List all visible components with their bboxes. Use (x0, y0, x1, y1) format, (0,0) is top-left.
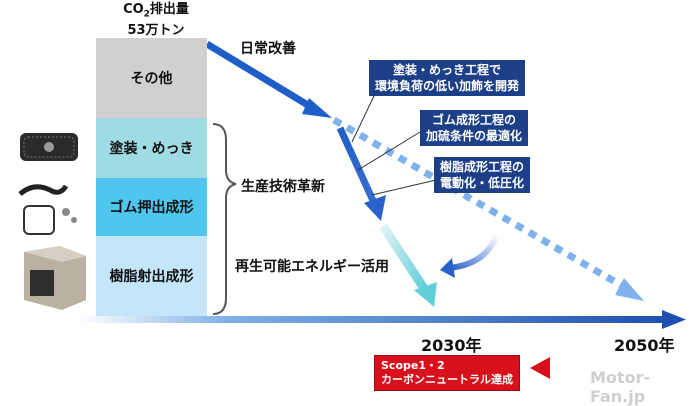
segment-rubber: ゴム押出成形 (96, 178, 207, 236)
callout-leader-1 (351, 95, 375, 143)
console-part-image (24, 246, 86, 310)
goal-badge: Scope1・2 カーボンニュートラル達成 (374, 355, 520, 391)
grille-part-image (20, 133, 78, 161)
curved-arrow (447, 233, 500, 271)
segment-painting: 塗装・めっき (96, 118, 207, 178)
callout-leader-3 (371, 179, 437, 196)
callout-leader-2 (357, 131, 421, 171)
callout-resin-text: 樹脂成形工程の 電動化・低圧化 (440, 160, 525, 190)
co2-title: CO2排出量 (123, 2, 189, 20)
curly-brace (212, 123, 237, 315)
co2-amount: 53万トン (127, 22, 185, 38)
renewable-arrowhead (414, 282, 437, 307)
label-tech-innovation: 生産技術革新 (241, 179, 325, 195)
projection-2050-line (332, 116, 628, 292)
goal-arrowhead (530, 357, 550, 379)
callout-rubber: ゴム成形工程の 加硫条件の最適化 (420, 110, 529, 146)
daily-improvement-arrowhead (302, 98, 332, 118)
time-axis-arrowhead (662, 310, 686, 329)
label-daily-improvement: 日常改善 (240, 41, 296, 57)
callout-resin: 樹脂成形工程の 電動化・低圧化 (434, 157, 531, 193)
year-2030: 2030年 (421, 336, 482, 355)
co2-header: CO2排出量 53万トン (102, 2, 210, 39)
renewable-arrow (379, 223, 429, 293)
time-axis (80, 316, 665, 323)
daily-improvement-arrow (205, 41, 318, 113)
watermark: Motor-Fan.jp (590, 368, 651, 406)
curved-arrowhead (440, 258, 455, 278)
segment-other: その他 (96, 38, 207, 118)
callout-rubber-text: ゴム成形工程の 加硫条件の最適化 (426, 113, 523, 143)
label-renewable-energy: 再生可能エネルギー活用 (235, 259, 389, 275)
callout-painting-text: 塗装・めっき工程で 環境負荷の低い加飾を開発 (375, 63, 520, 93)
year-2050: 2050年 (614, 336, 675, 355)
callout-painting: 塗装・めっき工程で 環境負荷の低い加飾を開発 (369, 60, 526, 96)
tech-innovation-arrow (336, 126, 379, 207)
goal-line-2: カーボンニュートラル達成 (381, 373, 513, 386)
rubber-seal-image (18, 184, 77, 235)
goal-line-1: Scope1・2 (381, 359, 445, 372)
projection-2050-arrowhead (615, 278, 644, 301)
segment-resin: 樹脂射出成形 (96, 236, 207, 316)
tech-innovation-arrowhead (364, 195, 386, 221)
